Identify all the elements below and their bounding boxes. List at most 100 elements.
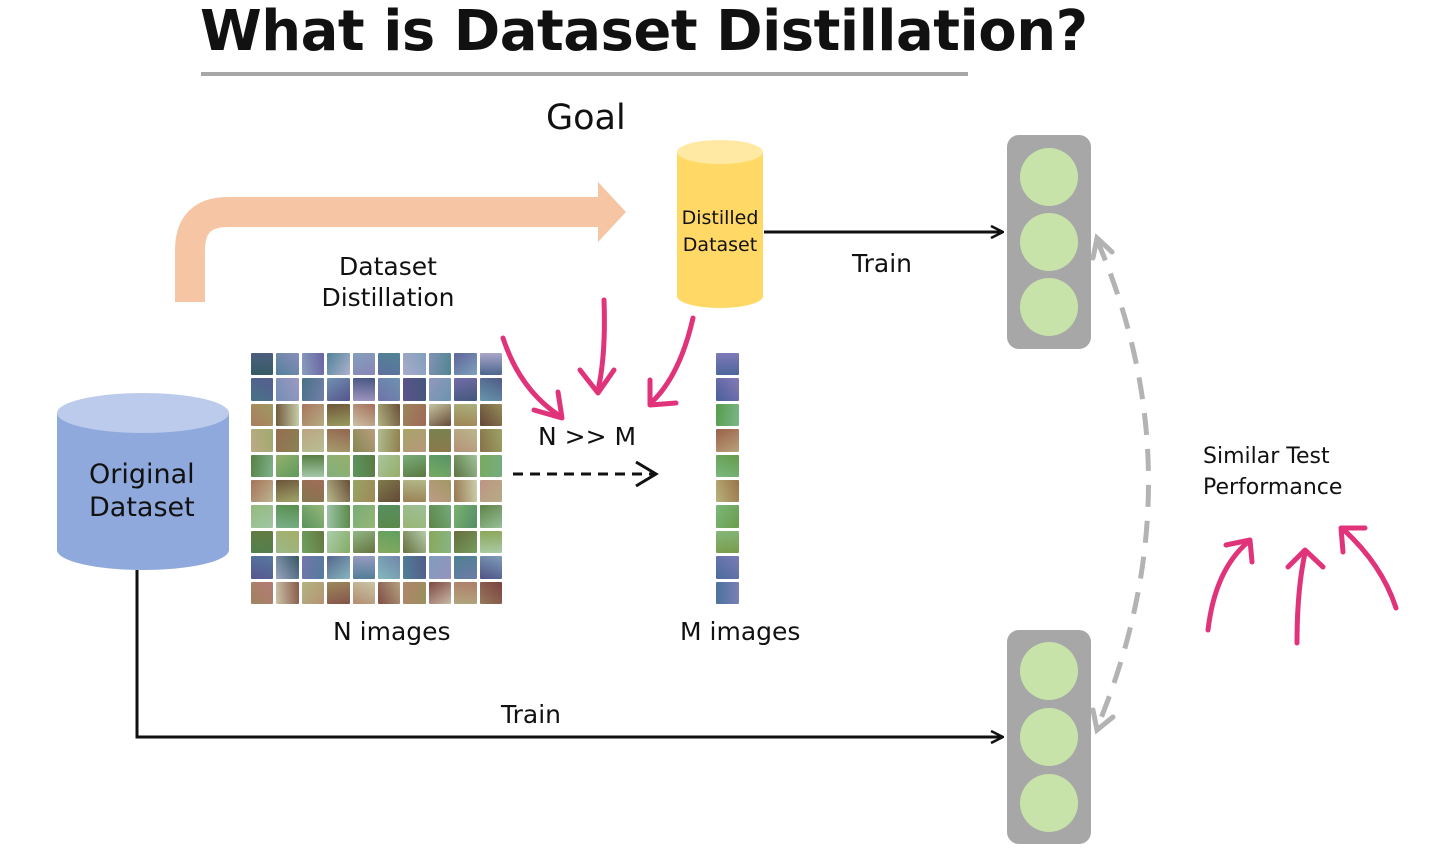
similarity-dashed-arc <box>1094 239 1151 729</box>
sample-image-tile <box>276 454 299 477</box>
sample-image-tile <box>377 378 401 401</box>
sample-image-tile <box>251 403 274 427</box>
sample-image-tile <box>428 479 452 503</box>
sample-image-tile <box>276 479 299 503</box>
sample-image-tile <box>479 429 502 452</box>
sample-image-tile <box>327 378 350 401</box>
sample-image-tile <box>377 505 401 528</box>
sample-image-tile <box>479 454 502 477</box>
process-label-line2: Distillation <box>321 283 455 312</box>
original-dataset-line2: Dataset <box>89 492 195 523</box>
sample-image-tile <box>403 530 426 554</box>
sample-image-tile <box>377 479 401 503</box>
sample-image-tile <box>251 581 274 604</box>
sample-image-tile <box>251 530 274 554</box>
sample-image-tile <box>454 429 477 452</box>
sample-image-tile <box>251 429 274 452</box>
arc-arrowhead-top <box>1090 233 1115 261</box>
sample-image-tile <box>327 505 350 528</box>
original-dataset-label: Original Dataset <box>89 458 195 524</box>
sample-image-tile <box>301 505 325 528</box>
sample-image-tile <box>377 454 401 477</box>
sample-image-tile <box>352 505 375 528</box>
sample-image-tile <box>327 429 350 452</box>
sample-image-tile <box>276 556 299 579</box>
sample-image-tile <box>352 530 375 554</box>
distilled-dataset-line2: Dataset <box>682 234 758 256</box>
sample-image-tile <box>377 530 401 554</box>
model-bottom-icon <box>1007 630 1091 844</box>
sample-image-tile <box>403 353 426 376</box>
sample-image-tile <box>454 378 477 401</box>
distilled-image-tile <box>716 403 739 427</box>
sample-image-tile <box>479 353 502 376</box>
sample-image-tile <box>454 581 477 604</box>
sample-image-tile <box>276 403 299 427</box>
sample-image-tile <box>276 581 299 604</box>
sample-image-tile <box>403 505 426 528</box>
distilled-image-tile <box>716 454 739 477</box>
sample-image-tile <box>377 429 401 452</box>
sample-image-tile <box>428 353 452 376</box>
sample-image-tile <box>479 505 502 528</box>
distilled-image-tile <box>716 505 739 528</box>
sample-image-tile <box>352 556 375 579</box>
page-title: What is Dataset Distillation? <box>200 0 1088 64</box>
sample-image-tile <box>454 479 477 503</box>
similar-performance-line2: Performance <box>1203 475 1343 500</box>
sample-image-tile <box>251 454 274 477</box>
distilled-image-column <box>716 353 739 604</box>
sample-image-tile <box>403 581 426 604</box>
n-images-label: N images <box>333 617 451 646</box>
sample-image-tile <box>428 429 452 452</box>
sample-image-tile <box>251 505 274 528</box>
sample-image-tile <box>352 454 375 477</box>
sample-image-tile <box>454 530 477 554</box>
sample-image-tile <box>454 403 477 427</box>
sample-image-tile <box>301 378 325 401</box>
distilled-dataset-cylinder-icon <box>677 140 763 308</box>
process-label-line1: Dataset <box>339 252 437 281</box>
sample-image-tile <box>276 353 299 376</box>
arc-arrowhead-bottom <box>1090 707 1116 735</box>
distilled-dataset-label: Distilled Dataset <box>670 205 770 259</box>
emphasis-arrows-relation <box>500 297 696 421</box>
sample-image-tile <box>352 353 375 376</box>
emphasis-arrows-similarity <box>1205 525 1399 646</box>
sample-image-tile <box>479 556 502 579</box>
title-underline <box>201 72 968 76</box>
train-arrow-bottom <box>135 570 1002 737</box>
distilled-image-tile <box>716 429 739 452</box>
train-label-top: Train <box>852 249 912 278</box>
sample-image-tile <box>301 454 325 477</box>
original-dataset-cylinder-icon <box>57 393 229 570</box>
sample-image-tile <box>276 429 299 452</box>
sample-image-tile <box>251 378 274 401</box>
distilled-image-tile <box>716 378 739 401</box>
sample-image-tile <box>454 454 477 477</box>
sample-image-tile <box>352 479 375 503</box>
sample-image-tile <box>327 403 350 427</box>
sample-image-tile <box>301 530 325 554</box>
sample-image-tile <box>403 403 426 427</box>
sample-image-tile <box>352 403 375 427</box>
distilled-image-tile <box>716 530 739 554</box>
process-label: Dataset Distillation <box>318 251 458 313</box>
relation-label: N >> M <box>538 422 637 451</box>
sample-image-tile <box>352 429 375 452</box>
sample-image-tile <box>276 505 299 528</box>
train-label-bottom: Train <box>501 700 561 729</box>
sample-image-tile <box>377 581 401 604</box>
similar-performance-label: Similar Test Performance <box>1203 441 1342 503</box>
sample-image-tile <box>454 353 477 376</box>
sample-image-tile <box>428 581 452 604</box>
sample-image-tile <box>479 530 502 554</box>
sample-image-tile <box>454 505 477 528</box>
sample-image-tile <box>327 556 350 579</box>
sample-image-tile <box>479 403 502 427</box>
sample-image-tile <box>301 403 325 427</box>
sample-image-tile <box>276 530 299 554</box>
sample-image-tile <box>327 581 350 604</box>
original-image-grid <box>251 353 502 604</box>
